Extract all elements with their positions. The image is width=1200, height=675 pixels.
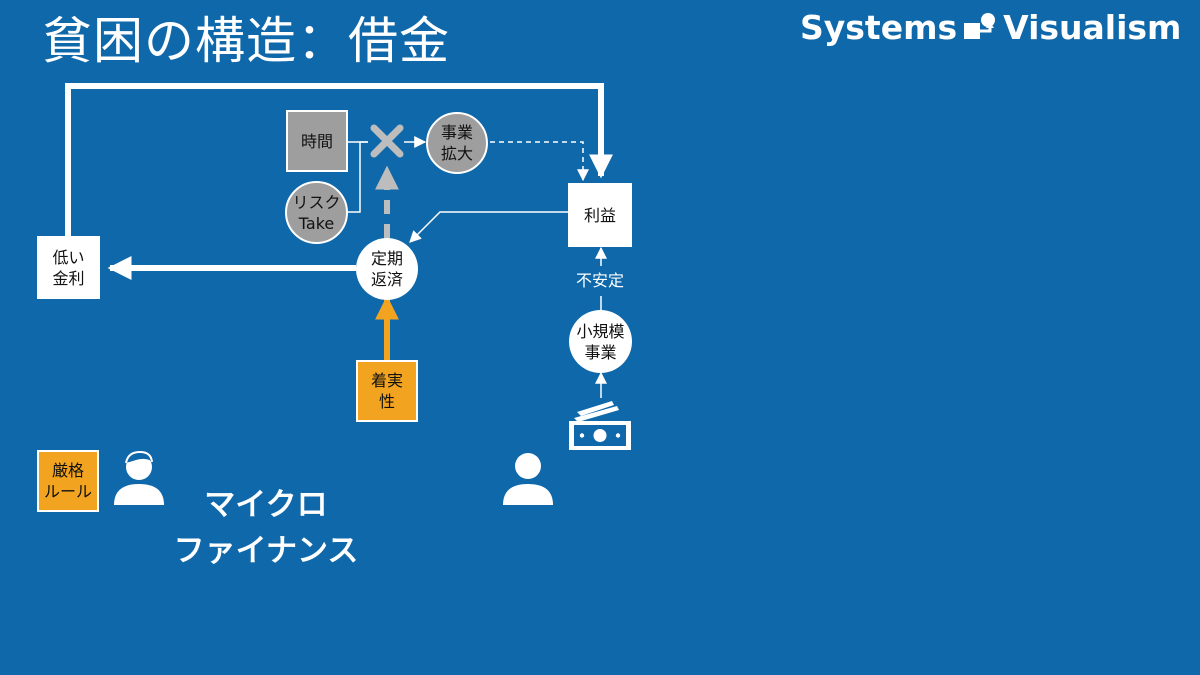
arrow-expansion-to-profit-dashed [490,141,589,182]
node-regular-repayment-line1: 定期 [370,249,403,268]
node-low-interest-line2: 金利 [52,268,85,288]
node-small-business: 小規模 事業 [569,310,632,373]
node-low-interest: 低い 金利 [37,236,100,299]
node-strict-rules-line1: 厳格 [51,461,84,480]
node-risk-take-line2: Take [298,213,335,233]
microfinance-label-line1: マイクロ [204,487,328,523]
banknote-icon [569,401,631,450]
person-icon [503,453,553,505]
node-steadiness-line1: 着実 [370,371,403,390]
cross-icon [370,124,404,158]
node-risk-take: リスク Take [285,181,348,244]
microfinance-label-line2: ファイナンス [173,533,359,569]
node-small-business-line2: 事業 [584,342,617,362]
person-with-hair-icon [114,449,164,505]
brand-word-systems: Systems [800,8,958,47]
brand-word-visualism: Visualism [1003,8,1182,47]
node-business-expansion: 事業 拡大 [426,112,488,174]
brand-logo: Systems Visualism [800,6,1192,50]
node-profit-label: 利益 [583,205,616,225]
node-regular-repayment-line2: 返済 [370,270,403,289]
node-time: 時間 [286,110,348,172]
node-strict-rules-line2: ルール [43,482,92,501]
arrow-profit-to-repayment [409,211,568,243]
connector-risk [348,141,368,213]
node-risk-take-line1: リスク [292,192,341,212]
node-regular-repayment: 定期 返済 [356,238,418,300]
node-profit: 利益 [568,183,632,247]
microfinance-label: マイクロ ファイナンス [166,482,366,574]
node-low-interest-line1: 低い [52,247,85,267]
node-business-expansion-line1: 事業 [440,123,473,142]
node-steadiness-line2: 性 [378,392,395,411]
label-unstable: 不安定 [575,271,624,290]
node-small-business-line1: 小規模 [576,321,625,341]
node-business-expansion-line2: 拡大 [440,144,473,163]
systems-visualism-logo-icon [964,13,996,39]
node-strict-rules: 厳格 ルール [37,450,99,512]
slide-title: 貧困の構造：借金 [42,12,450,70]
node-time-label: 時間 [300,131,333,151]
arrow-low-interest-to-profit [65,83,613,236]
node-steadiness: 着実 性 [356,360,418,422]
